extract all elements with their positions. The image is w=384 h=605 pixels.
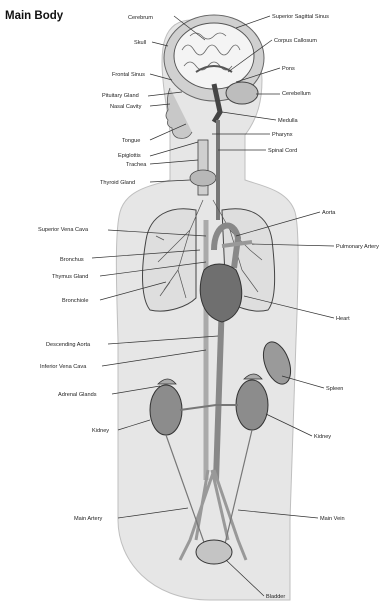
label-cerebellum: Cerebellum <box>282 91 311 97</box>
label-epiglottis: Epiglottis <box>118 153 141 159</box>
label-tongue: Tongue <box>122 138 140 144</box>
cerebellum <box>226 82 258 104</box>
diagram-title: Main Body <box>5 10 64 22</box>
label-heart: Heart <box>336 316 350 322</box>
label-corpus-callosum: Corpus Callosum <box>274 38 317 44</box>
trachea <box>198 140 208 195</box>
label-nasal-cavity: Nasal Cavity <box>110 104 142 110</box>
label-spinal-cord: Spinal Cord <box>268 148 297 154</box>
label-main-vein: Main Vein <box>320 516 345 522</box>
label-cerebrum: Cerebrum <box>128 15 153 21</box>
label-kidney-left: Kidney <box>92 428 109 434</box>
label-bronchus: Bronchus <box>60 257 84 263</box>
label-pons: Pons <box>282 66 295 72</box>
label-superior-sagittal-sinus: Superior Sagittal Sinus <box>272 14 329 20</box>
thyroid <box>190 170 216 186</box>
label-main-artery: Main Artery <box>74 516 102 522</box>
label-kidney-right: Kidney <box>314 434 331 440</box>
label-thymus-gland: Thymus Gland <box>52 274 88 280</box>
label-trachea: Trachea <box>126 162 147 168</box>
label-spleen: Spleen <box>326 386 343 392</box>
label-adrenal-glands: Adrenal Glands <box>58 392 97 398</box>
label-descending-aorta: Descending Aorta <box>46 342 91 348</box>
label-medulla: Medulla <box>278 118 298 124</box>
label-superior-vena-cava: Superior Vena Cava <box>38 227 89 233</box>
label-inferior-vena-cava: Inferior Vena Cava <box>40 364 87 370</box>
kidney-right <box>150 385 182 435</box>
label-pulmonary-artery: Pulmonary Artery <box>336 244 379 250</box>
label-bronchiole: Bronchiole <box>62 298 88 304</box>
label-thyroid-gland: Thyroid Gland <box>100 180 135 186</box>
label-pituitary-gland: Pituitary Gland <box>102 93 139 99</box>
label-aorta: Aorta <box>322 210 336 216</box>
label-bladder: Bladder <box>266 594 285 600</box>
label-pharynx: Pharynx <box>272 132 293 138</box>
cerebrum <box>174 23 254 89</box>
label-frontal-sinus: Frontal Sinus <box>112 72 145 78</box>
kidney-left <box>236 380 268 430</box>
label-skull: Skull <box>134 40 146 46</box>
